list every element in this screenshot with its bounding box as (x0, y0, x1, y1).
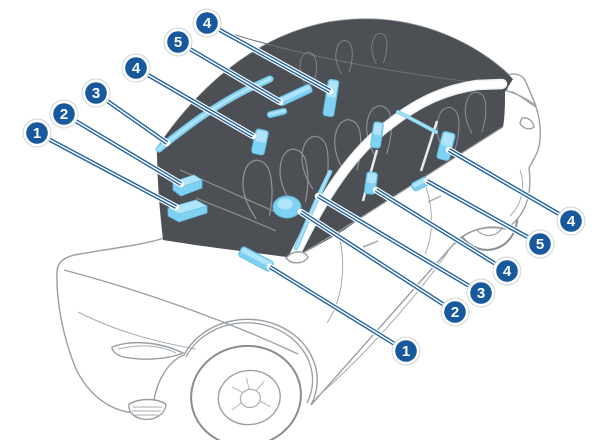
callout-badge-5-4: 5 (163, 27, 193, 57)
callout-badge-1-6: 1 (391, 336, 421, 366)
callout-number: 2 (451, 304, 459, 321)
side-mirror (285, 251, 309, 264)
leader-line-4-3 (132, 64, 257, 140)
grille-line (77, 311, 197, 350)
beltline (293, 126, 504, 259)
callout-badge-2-7: 2 (440, 297, 470, 327)
callout-number: 5 (174, 34, 182, 51)
callout-badge-3-2: 3 (81, 78, 111, 108)
seat-outline-1 (242, 159, 273, 220)
callout-number: 1 (402, 343, 410, 360)
callout-number: 4 (132, 60, 141, 77)
front-wheel-arch (185, 322, 314, 404)
curtain-strip-rear-upper-highlight (396, 110, 438, 134)
fog-vent (128, 398, 167, 421)
dash-contour-2 (195, 197, 277, 232)
roof-rail-band-core (289, 80, 506, 263)
rear-spoiler (505, 73, 537, 107)
leader-line-3-8 (314, 192, 485, 297)
seat-outline-2 (279, 148, 309, 206)
seat-outline-9 (335, 40, 353, 74)
front-door-seam (326, 238, 344, 324)
leader-line-2-1 (60, 110, 185, 188)
callout-number: 5 (536, 236, 544, 253)
rocker-line (315, 251, 449, 399)
hood-crease (63, 269, 299, 355)
leader-line-4-11 (445, 146, 575, 225)
leader-line-4-9 (372, 186, 511, 275)
curtain-strip-a-pillar-highlight (293, 169, 333, 251)
hatch-seam (511, 90, 537, 108)
callout-badges: 1 2 3 4 5 4 1 2 3 4 5 4 (22, 8, 586, 366)
roof-bar-small-highlight (266, 107, 288, 119)
callout-badge-1-0: 1 (22, 118, 52, 148)
leader-lines (33, 19, 575, 355)
seat-outline-10 (371, 33, 388, 65)
callout-number: 3 (92, 85, 100, 102)
front-wheel (190, 344, 302, 440)
callout-number: 4 (503, 263, 512, 280)
leader-line-5-4 (174, 38, 284, 106)
headlight-inner-line (117, 345, 177, 354)
steering-airbag-disc-highlight (272, 195, 302, 219)
callout-number: 4 (567, 213, 576, 230)
callout-badge-4-5: 4 (192, 8, 222, 38)
seat-outline-3 (301, 135, 329, 190)
taillight (519, 117, 535, 130)
callout-badge-2-1: 2 (49, 99, 79, 129)
leader-line-5-10 (423, 177, 544, 248)
callout-badge-4-3: 4 (121, 53, 151, 83)
callout-badge-5-10: 5 (525, 229, 555, 259)
seat-outline-7 (464, 91, 487, 134)
callout-badge-3-8: 3 (466, 278, 496, 308)
seat-outline-5 (366, 105, 392, 156)
leader-line-4-5 (203, 19, 334, 95)
dash-contour-1 (179, 169, 281, 215)
airbag-highlights (155, 75, 471, 272)
leader-line-1-6 (266, 263, 410, 355)
callout-number: 2 (60, 106, 68, 123)
callout-number: 1 (33, 125, 41, 142)
fog-vent-slats (132, 406, 162, 416)
leader-line-1-0 (33, 129, 180, 211)
window-seam-2 (419, 120, 439, 172)
door-handles (362, 195, 442, 248)
seat-outlines (242, 33, 487, 220)
seat-outline-8 (299, 51, 317, 86)
leader-line-2-7 (297, 208, 459, 316)
callout-badge-4-11: 4 (556, 206, 586, 236)
seat-outline-6 (436, 106, 460, 152)
callout-number: 4 (203, 15, 212, 32)
callout-number: 3 (477, 285, 485, 302)
callout-badge-4-9: 4 (492, 256, 522, 286)
seat-bar-mid-highlight (370, 121, 384, 149)
